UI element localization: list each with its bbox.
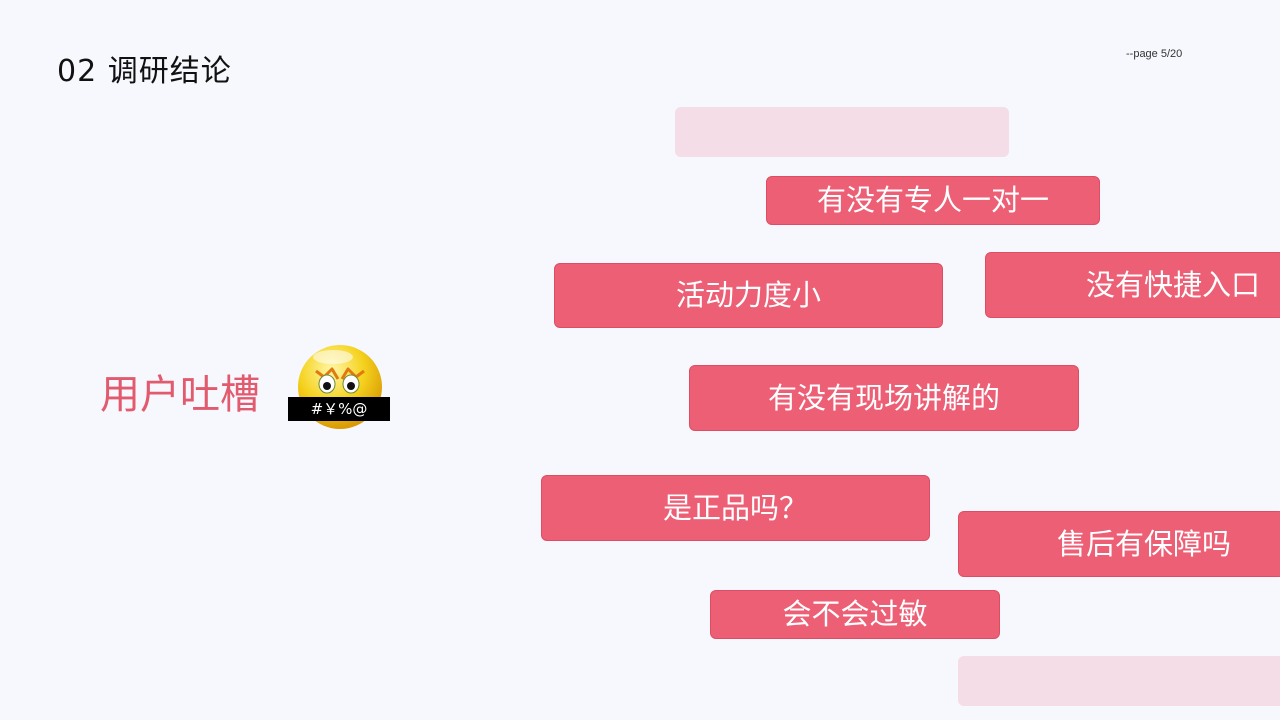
complaint-bubble: 会不会过敏 [710, 590, 1000, 639]
complaints-heading: 用户吐槽 [100, 372, 260, 418]
complaint-bubble: 有没有现场讲解的 [689, 365, 1079, 431]
complaint-bubble: 售后有保障吗 [958, 511, 1280, 577]
complaint-bubble: 活动力度小 [554, 263, 943, 328]
complaint-bubble: 没有快捷入口 [985, 252, 1280, 318]
complaint-bubble: 是正品吗？ [541, 475, 930, 541]
censor-text: #￥%@ [311, 400, 368, 418]
decorative-bubble-bottom [958, 656, 1280, 706]
page-indicator: --page 5/20 [1126, 48, 1183, 60]
page-title: 02 调研结论 [57, 54, 232, 89]
angry-emoji-icon: #￥%@ [288, 345, 390, 429]
decorative-bubble-top [675, 107, 1009, 157]
complaint-bubble: 有没有专人一对一 [766, 176, 1100, 225]
